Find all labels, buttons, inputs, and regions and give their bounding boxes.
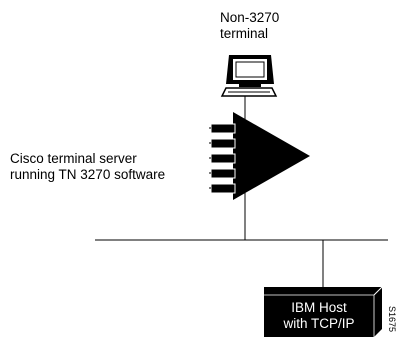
host-label-line2: with TCP/IP	[283, 316, 355, 331]
terminal-icon	[220, 55, 278, 97]
server-label-line2: running TN 3270 software	[10, 167, 166, 182]
host-label-line1: IBM Host	[291, 300, 347, 315]
terminal-label-line2: terminal	[220, 26, 269, 41]
server-port	[210, 138, 236, 149]
server-port	[210, 183, 236, 194]
ibm-host-icon	[264, 286, 383, 337]
figure-id: S1675	[387, 306, 397, 333]
terminal-server-icon	[209, 112, 310, 200]
server-label-line1: Cisco terminal server	[10, 151, 137, 166]
server-label: Cisco terminal server running TN 3270 so…	[10, 151, 165, 183]
server-port	[210, 123, 236, 134]
terminal-label: Non-3270 terminal	[220, 10, 279, 42]
server-port	[210, 153, 236, 164]
terminal-label-line1: Non-3270	[220, 10, 280, 25]
host-label: IBM Host with TCP/IP	[264, 300, 374, 332]
server-port	[210, 168, 236, 179]
